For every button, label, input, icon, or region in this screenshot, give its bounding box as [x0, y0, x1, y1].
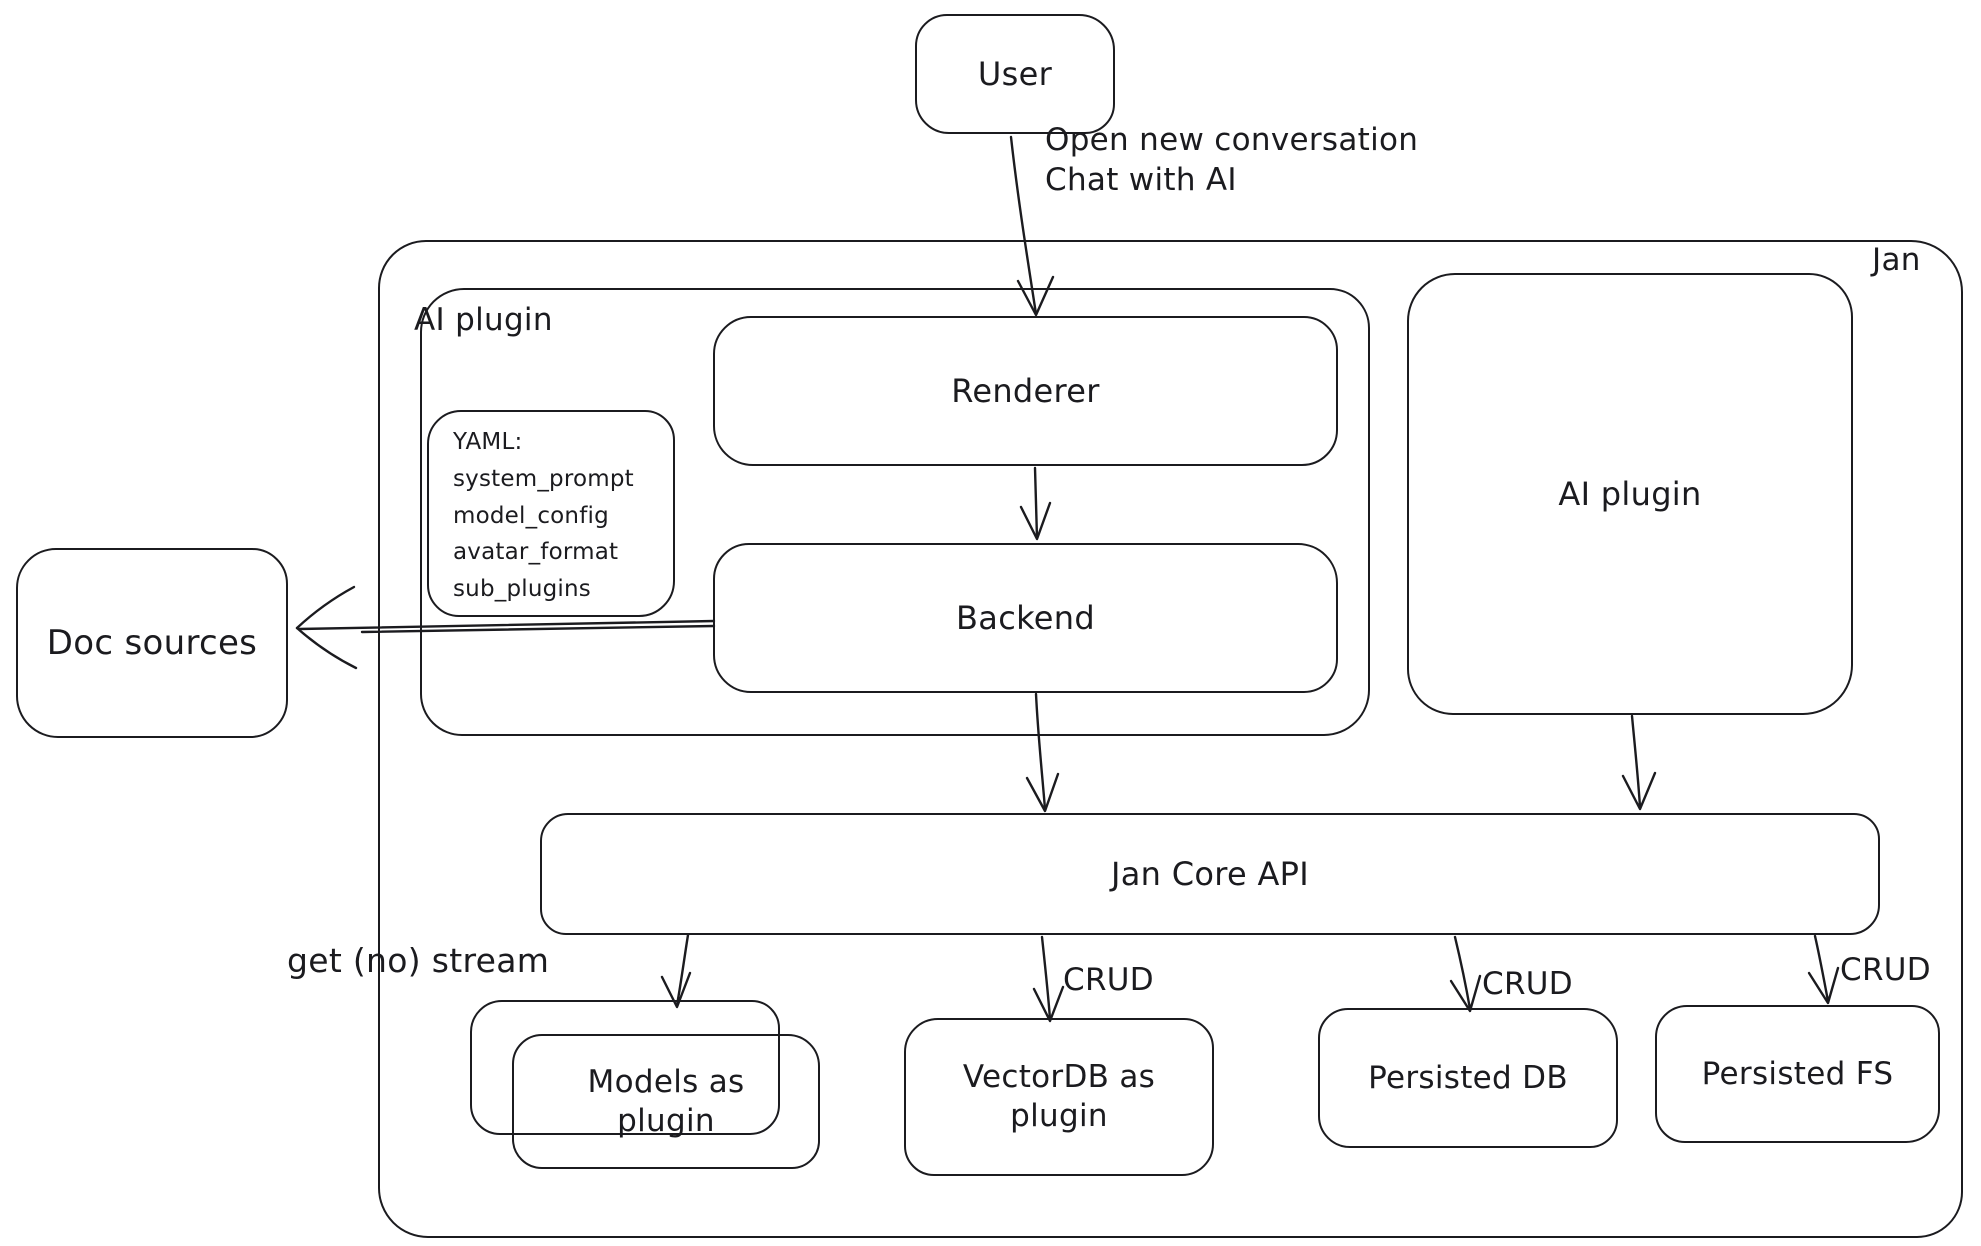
ai-plugin-group	[420, 288, 1370, 736]
doc-sources-label: Doc sources	[46, 622, 258, 663]
yaml-note-text: YAML: system_prompt model_config avatar_…	[453, 429, 634, 603]
vectordb-node: VectorDB as plugin	[904, 1018, 1214, 1176]
jan-core-api-label: Jan Core API	[1111, 855, 1309, 893]
jan-container-label: Jan	[1872, 242, 1921, 278]
backend-node: Backend	[713, 543, 1338, 693]
user-label: User	[977, 55, 1053, 93]
ai-plugin-node-label: AI plugin	[1558, 475, 1702, 513]
persisted-fs-label: Persisted FS	[1701, 1055, 1894, 1092]
jan-container	[378, 240, 1963, 1238]
backend-label: Backend	[956, 599, 1095, 637]
user-node: User	[915, 14, 1115, 134]
persisted-fs-node: Persisted FS	[1655, 1005, 1940, 1143]
edge-label-crud-vectordb: CRUD	[1063, 962, 1154, 998]
models-as-plugin-back-node	[470, 1000, 780, 1135]
edge-label-crud-persisted-fs: CRUD	[1840, 952, 1931, 988]
edge-label-crud-persisted-db: CRUD	[1482, 966, 1573, 1002]
doc-sources-node: Doc sources	[16, 548, 288, 738]
ai-plugin-node: AI plugin	[1407, 273, 1853, 715]
vectordb-label: VectorDB as plugin	[962, 1059, 1156, 1134]
persisted-db-node: Persisted DB	[1318, 1008, 1618, 1148]
edge-label-get-no-stream: get (no) stream	[287, 941, 550, 980]
edge-label-user-to-renderer: Open new conversation Chat with AI	[1045, 122, 1419, 199]
renderer-label: Renderer	[951, 372, 1100, 410]
ai-plugin-group-label: AI plugin	[414, 302, 553, 338]
jan-core-api-node: Jan Core API	[540, 813, 1880, 935]
persisted-db-label: Persisted DB	[1368, 1059, 1568, 1096]
yaml-note: YAML: system_prompt model_config avatar_…	[427, 410, 675, 617]
models-as-plugin-label: Models as plugin	[587, 1063, 745, 1139]
renderer-node: Renderer	[713, 316, 1338, 466]
models-as-plugin-node: Models as plugin	[512, 1034, 820, 1169]
